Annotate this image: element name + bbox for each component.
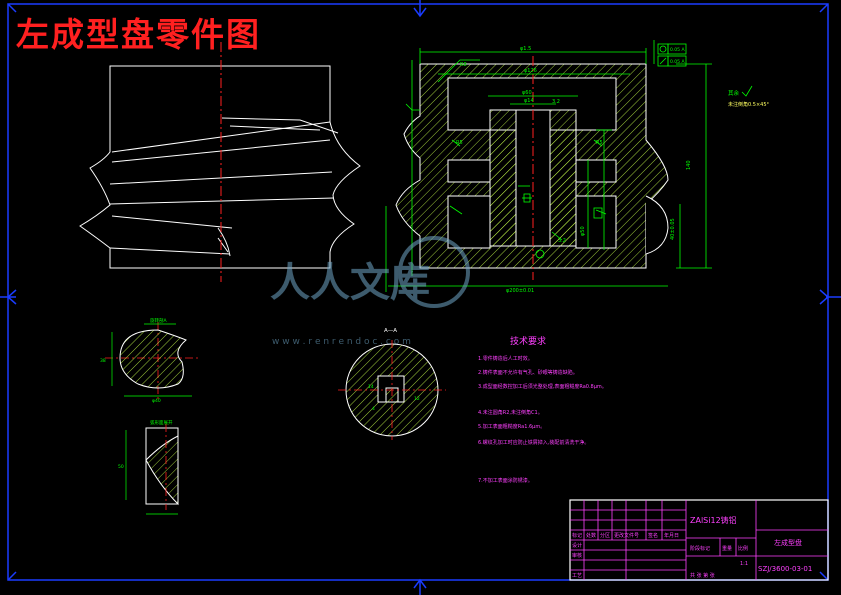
tech-req-heading: 技术要求 <box>510 335 546 347</box>
tech-req-item-6: 6.螺纹孔加工时应防止铁屑掉入,装配前清洗干净。 <box>478 439 589 446</box>
svg-text:φ14: φ14 <box>524 98 534 104</box>
header-cell-3: 分区 <box>600 532 610 539</box>
technical-requirements: 技术要求 1.零件铸造后人工时效。 2.铸件表面不允许有气孔、砂眼等铸造缺陷。 … <box>478 335 607 484</box>
svg-text:φ40: φ40 <box>152 398 161 404</box>
watermark-brand: 人人文库 <box>270 260 430 306</box>
detail-view-cam: 38 φ40 旋转剖A <box>100 317 200 404</box>
right-view-section <box>395 63 669 269</box>
header-cell-1: 标记 <box>572 532 582 539</box>
section-a-a-label: A—A <box>384 328 397 334</box>
drawing-number-label: SZJ/3600-03-01 <box>758 565 812 573</box>
svg-text:14: 14 <box>368 384 374 390</box>
header-cell-5: 签名 <box>648 532 658 539</box>
tech-req-item-4: 4.未注圆角R2,未注倒角C1。 <box>478 409 543 416</box>
svg-text:50: 50 <box>118 464 124 470</box>
svg-text:φ60: φ60 <box>522 90 532 96</box>
surface-note-label: 其余 <box>728 89 740 97</box>
watermark-url: w w w . r e n r e n d o c . c o m <box>272 337 411 347</box>
tech-req-item-1: 1.零件铸造后人工时效。 <box>478 355 533 362</box>
title-block-text: ZAlSi12铸铝 左成型盘 SZJ/3600-03-01 1:1 共 张 第 … <box>572 515 812 579</box>
drawing-title: 左成型盘零件图 <box>16 15 261 54</box>
svg-text:R5: R5 <box>596 140 603 146</box>
detail-view-blade: 50 弧形面展开 <box>118 419 179 515</box>
part-name-label: 左成型盘 <box>774 538 802 547</box>
tolerance-frames <box>523 43 687 259</box>
dimension-text: φ1.5 φ126 φ60 φ14 φ200±0.01 φ50 140 40±0.0… <box>456 46 692 294</box>
weight-label: 重量 <box>722 545 732 552</box>
svg-text:12: 12 <box>414 396 420 402</box>
material-label: ZAlSi12铸铝 <box>690 515 737 525</box>
chamfer-note: 未注倒角0.5×45° <box>728 101 770 108</box>
svg-text:R8: R8 <box>460 62 467 68</box>
svg-text:R5: R5 <box>456 140 463 146</box>
svg-text:φ200±0.01: φ200±0.01 <box>506 288 534 294</box>
row-label-design: 设计 <box>572 542 582 549</box>
tolerance-2: 0.05 A <box>670 59 685 65</box>
svg-text:140: 140 <box>686 160 692 170</box>
tech-req-item-5: 5.加工表面粗糙度Ra1.6μm。 <box>478 423 545 430</box>
row-label-review: 审核 <box>572 552 582 559</box>
header-cell-6: 年月日 <box>664 532 679 539</box>
svg-text:φ50: φ50 <box>580 226 586 236</box>
svg-text:φ1.5: φ1.5 <box>520 46 531 52</box>
header-cell-4: 更改文件号 <box>614 532 639 539</box>
svg-text:弧形面展开: 弧形面展开 <box>150 419 173 426</box>
tech-req-item-7: 7.不加工表面涂防锈漆。 <box>478 477 533 484</box>
svg-text:40±0.05: 40±0.05 <box>670 218 676 240</box>
tech-req-item-3: 3.成型面经数控加工后须光整处理,表面粗糙度Ra0.8μm。 <box>478 383 607 390</box>
svg-text:3.2: 3.2 <box>552 99 560 105</box>
title-block <box>569 499 829 581</box>
tolerance-1: 0.05 A <box>670 47 685 53</box>
header-cell-2: 处数 <box>586 532 596 539</box>
left-view-roller <box>79 65 361 269</box>
dimension-lines <box>385 40 712 292</box>
scale-value: 1:1 <box>740 561 748 567</box>
svg-text:φ126: φ126 <box>524 68 537 74</box>
stage-label: 阶段标记 <box>690 545 710 552</box>
svg-text:4: 4 <box>372 406 375 412</box>
scale-label: 比例 <box>738 545 748 552</box>
svg-text:旋转剖A: 旋转剖A <box>150 317 167 324</box>
tolerance-text: 0.05 A 0.05 A <box>670 47 685 65</box>
surface-note: 其余 未注倒角0.5×45° <box>728 85 770 108</box>
svg-text:38: 38 <box>100 358 106 364</box>
row-label-process: 工艺 <box>572 573 582 579</box>
section-a-a: A—A 14 12 4 <box>338 328 446 440</box>
tech-req-item-2: 2.铸件表面不允许有气孔、砂眼等铸造缺陷。 <box>478 369 578 376</box>
sheet-info: 共 张 第 张 <box>690 572 715 579</box>
watermark: 人人文库 w w w . r e n r e n d o c . c o m <box>270 236 470 347</box>
svg-text:3.2: 3.2 <box>558 238 566 244</box>
